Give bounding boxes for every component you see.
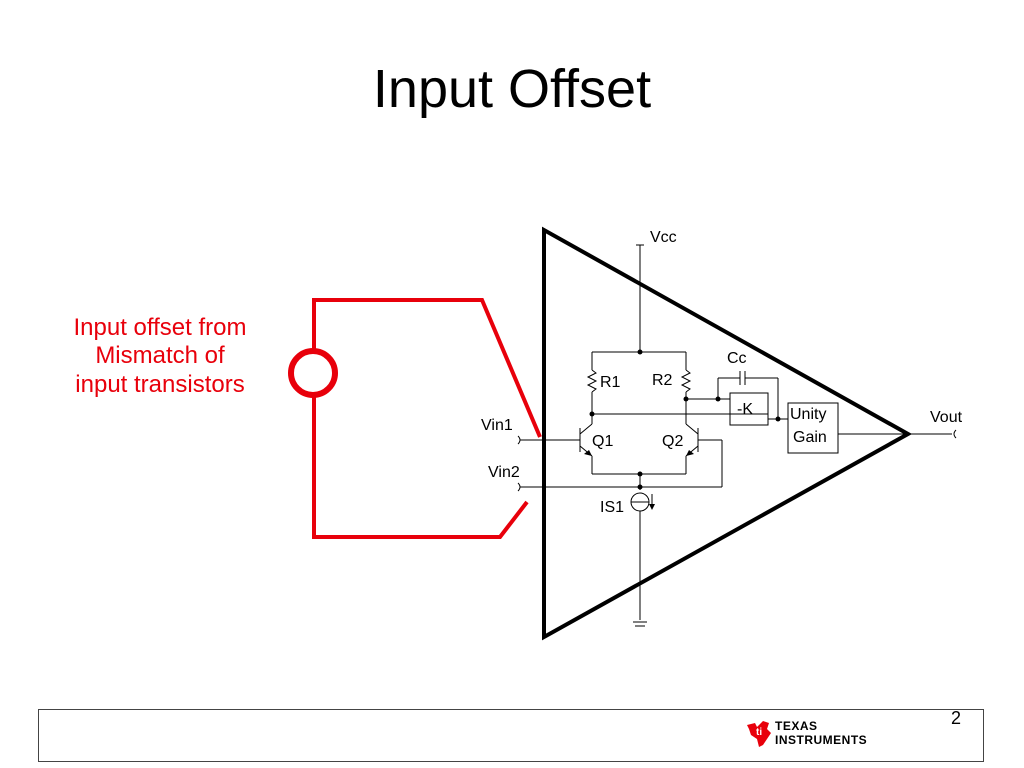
slide-footer: 2 ti TEXAS INSTRUMENTS bbox=[38, 708, 984, 762]
unity-gain-label-2: Gain bbox=[793, 429, 827, 446]
r2-label: R2 bbox=[652, 372, 673, 389]
offset-source-loop bbox=[312, 298, 542, 539]
is1-label: IS1 bbox=[600, 499, 624, 516]
k-label: -K bbox=[737, 401, 753, 418]
vout-label: Vout bbox=[930, 409, 963, 426]
ti-logo-icon: ti bbox=[747, 721, 771, 747]
r1-label: R1 bbox=[600, 374, 621, 391]
annotation-line-1: Input offset from bbox=[73, 314, 247, 341]
vin1-label: Vin1 bbox=[481, 417, 513, 434]
q2-label: Q2 bbox=[662, 433, 683, 450]
svg-text:ti: ti bbox=[756, 727, 762, 738]
q1-label: Q1 bbox=[592, 433, 613, 450]
offset-voltage-source-icon bbox=[288, 348, 338, 398]
offset-annotation: Input offset from Mismatch of input tran… bbox=[40, 314, 280, 399]
page-number: 2 bbox=[950, 708, 961, 728]
slide-title: Input Offset bbox=[372, 59, 652, 119]
vin2-label: Vin2 bbox=[488, 464, 520, 481]
logo-line-1: TEXAS bbox=[775, 719, 818, 733]
ti-logo-text: TEXAS INSTRUMENTS bbox=[775, 720, 867, 746]
logo-line-2: INSTRUMENTS bbox=[775, 733, 868, 747]
cc-label: Cc bbox=[727, 350, 747, 367]
unity-gain-label-1: Unity bbox=[790, 406, 826, 423]
annotation-line-2: Mismatch of bbox=[95, 342, 225, 370]
annotation-line-3: input transistors bbox=[75, 370, 245, 398]
vcc-label: Vcc bbox=[650, 229, 677, 246]
opamp-triangle bbox=[542, 226, 913, 641]
